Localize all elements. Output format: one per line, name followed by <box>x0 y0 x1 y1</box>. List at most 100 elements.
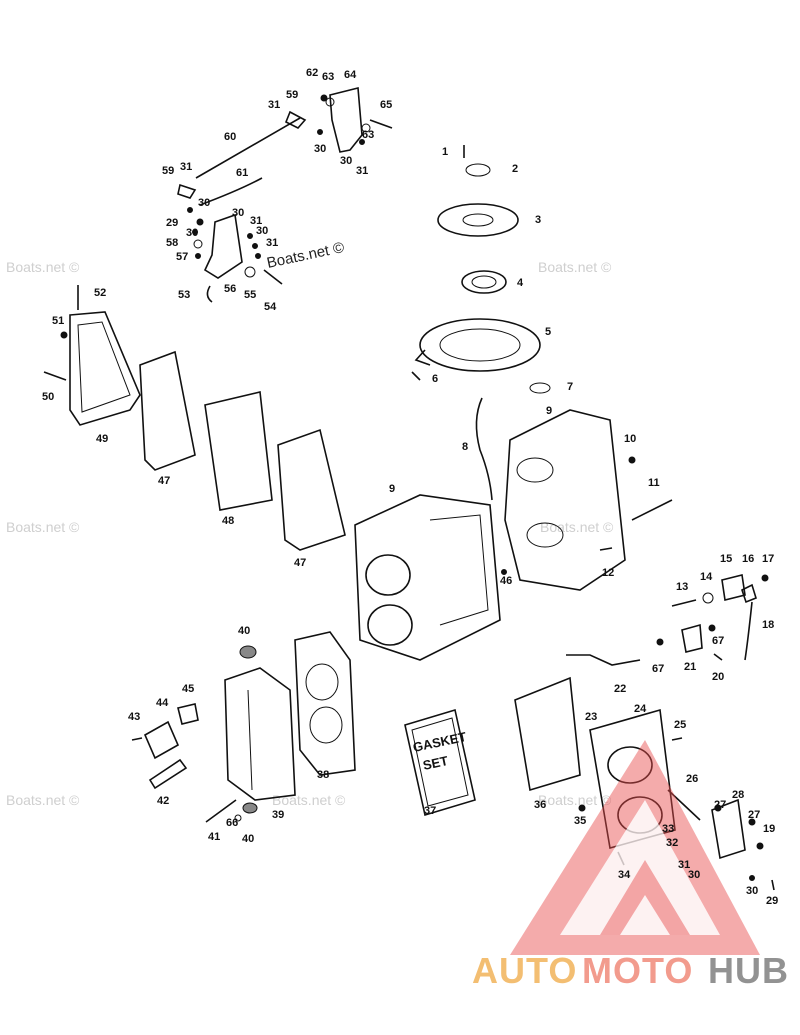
screw-13 <box>671 599 697 607</box>
nut-30c <box>187 207 193 213</box>
callout-26: 26 <box>686 773 698 785</box>
callout-30b: 30 <box>340 155 352 167</box>
callout-20: 20 <box>712 671 724 683</box>
callout-30a: 30 <box>314 143 326 155</box>
brand-text-auto: AUTO <box>472 950 577 991</box>
callout-32: 32 <box>666 837 678 849</box>
callout-11: 11 <box>648 477 660 489</box>
callout-22: 22 <box>614 683 626 695</box>
crankcase-bearing-upper <box>516 457 554 483</box>
nut-67b <box>708 624 716 632</box>
callout-37: 37 <box>424 805 436 817</box>
nut-30a <box>317 129 323 135</box>
washer-2 <box>465 163 491 177</box>
callout-25: 25 <box>674 719 686 731</box>
intake-manifold-24 <box>589 708 676 850</box>
gasket-47a <box>139 350 196 471</box>
watermark: Boats.net © <box>538 259 612 275</box>
nut-30 <box>749 875 755 881</box>
watermark: Boats.net © <box>540 519 614 535</box>
callout-7: 7 <box>567 381 573 393</box>
cylinder-block-9 <box>354 494 501 661</box>
callout-30e: 30 <box>186 227 198 239</box>
head-gasket-bore-lower <box>309 706 343 744</box>
cylinder-head-group <box>131 631 356 823</box>
callout-27b: 27 <box>748 809 760 821</box>
callout-30h: 30 <box>746 885 758 897</box>
callout-36: 36 <box>534 799 546 811</box>
callout-56: 56 <box>224 283 236 295</box>
intake-gasket-36 <box>514 676 581 792</box>
brand-triangle-inner <box>560 800 720 935</box>
nut-30 <box>359 139 365 145</box>
callout-66: 66 <box>226 817 238 829</box>
nut-27b <box>748 818 756 826</box>
callout-4: 4 <box>517 277 524 289</box>
callout-30c: 30 <box>198 197 210 209</box>
watermark: Boats.net © <box>6 792 80 808</box>
callout-41: 41 <box>208 831 220 843</box>
callout-51: 51 <box>52 315 64 327</box>
callout-34: 34 <box>618 869 631 881</box>
nut-62 <box>320 94 328 102</box>
callout-5: 5 <box>545 326 551 338</box>
gasket-47b <box>277 428 346 551</box>
bolt-41 <box>205 799 237 823</box>
plate-48 <box>204 391 273 511</box>
callout-40b: 40 <box>242 833 254 845</box>
callout-45: 45 <box>182 683 194 695</box>
callout-60: 60 <box>224 131 236 143</box>
flywheel-stack <box>411 145 551 501</box>
crankcase-9 <box>504 409 626 591</box>
throttle-lever-56 <box>203 213 243 279</box>
cylinder-block-9-side <box>429 514 489 626</box>
link-end-59b <box>177 183 197 199</box>
cylinder-bore-lower <box>367 604 413 646</box>
callout-27a: 27 <box>714 799 726 811</box>
washer-66 <box>234 814 242 822</box>
intake-port-upper <box>607 746 653 784</box>
callout-12: 12 <box>602 567 614 579</box>
callout-33: 33 <box>662 823 674 835</box>
bushing-14 <box>702 592 714 604</box>
screw-54 <box>263 269 283 285</box>
callout-55: 55 <box>244 289 256 301</box>
callout-57: 57 <box>176 251 188 263</box>
cylinder-bore-upper <box>365 554 411 596</box>
plug-40b <box>242 802 258 814</box>
callout-23: 23 <box>585 711 597 723</box>
callout-44: 44 <box>156 697 169 709</box>
callout-50: 50 <box>42 391 54 403</box>
gasket-set-box: GASKET SET <box>404 708 476 817</box>
callout-47b: 47 <box>294 557 306 569</box>
flywheel-plate-hub <box>462 213 494 227</box>
callout-9a: 9 <box>546 405 552 417</box>
nut-27 <box>714 804 722 812</box>
watermark: Boats.net © <box>6 259 80 275</box>
callout-46: 46 <box>500 575 512 587</box>
nut-30d <box>192 229 198 235</box>
gasket-set-box-inner <box>411 717 469 807</box>
rod-18 <box>744 601 753 661</box>
nut-19 <box>756 842 764 850</box>
brand-text-moto: MOTO <box>582 950 693 991</box>
ring-plate-5 <box>419 318 541 372</box>
callout-16: 16 <box>742 553 754 565</box>
callout-65: 65 <box>380 99 392 111</box>
callout-49: 49 <box>96 433 108 445</box>
callout-30g: 30 <box>688 869 700 881</box>
plate-21 <box>681 623 703 653</box>
thermostat-cover-44 <box>143 720 180 760</box>
bracket-15 <box>721 574 746 601</box>
right-linkage-group <box>566 574 769 666</box>
callout-29b: 29 <box>766 895 778 907</box>
seal-7 <box>529 382 551 394</box>
cylinder-block-group <box>354 409 673 661</box>
callout-54: 54 <box>264 301 277 313</box>
callout-30d: 30 <box>232 207 244 219</box>
callout-30f: 30 <box>256 225 268 237</box>
watermark: Boats.net © <box>272 792 346 808</box>
callout-43: 43 <box>128 711 140 723</box>
screw-29 <box>771 879 775 891</box>
